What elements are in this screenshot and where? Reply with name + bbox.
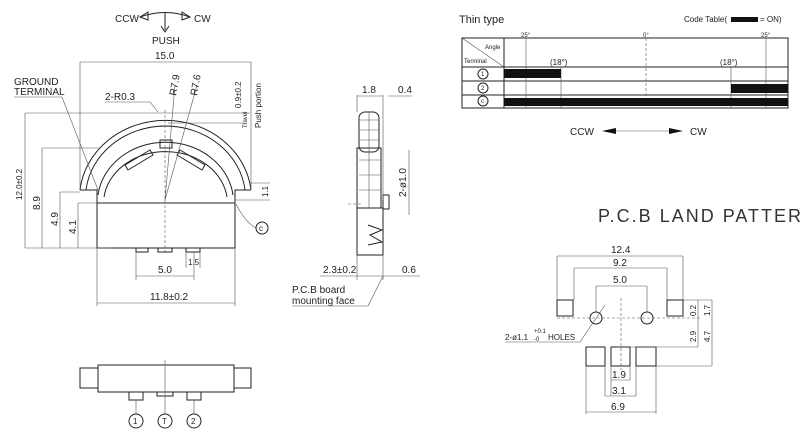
hole xyxy=(640,311,654,325)
dim-47: 4.7 xyxy=(703,330,712,342)
terminal-1-marker xyxy=(128,413,144,429)
side-view: 1.8 0.4 2-ø1.0 2.3±0.2 0.6 P.C.B board m… xyxy=(292,85,420,307)
dim-12: 12.0±0.2 xyxy=(15,168,24,200)
dim-travel: 0.9±0.2 xyxy=(234,81,243,108)
hole xyxy=(589,311,603,325)
angle-label-cw25: 25° xyxy=(761,33,771,39)
sub-angle-label-right: (18°) xyxy=(720,58,738,67)
dim-15: 15.0 xyxy=(155,51,175,62)
holes-tol-plus: +0.1 xyxy=(534,329,547,335)
push-portion-label: Push portion xyxy=(254,83,263,128)
land-pattern-title: P.C.B LAND PATTERN xyxy=(598,206,800,226)
terminal-t-label: T xyxy=(162,417,167,426)
knob-outer xyxy=(79,119,252,191)
terminal-c-marker xyxy=(255,221,269,235)
dim-69: 6.9 xyxy=(611,402,625,413)
dim-02: 0.2 xyxy=(689,304,698,316)
legend-swatch xyxy=(731,17,758,22)
dim-49: 4.9 xyxy=(50,212,61,226)
front-view: CCW CW PUSH 15.0 GROUND TERMINAL 2-R0.3 … xyxy=(14,11,270,306)
pcb-label-1: P.C.B board xyxy=(292,285,345,296)
row-1-label: 1 xyxy=(481,72,485,78)
pcb-label-2: mounting face xyxy=(292,296,355,307)
rotation-indicator: CCW CW PUSH xyxy=(115,11,211,47)
dim-04: 0.4 xyxy=(398,85,412,96)
dim-118: 11.8±0.2 xyxy=(150,292,189,303)
terminal-2-label: 2 xyxy=(191,417,196,426)
code-table: Thin type Code Table( = ON) Angle Termin… xyxy=(459,14,789,138)
header-terminal: Terminal xyxy=(464,59,487,65)
terminal-1-label: 1 xyxy=(133,417,138,426)
dim-23: 2.3±0.2 xyxy=(323,265,357,276)
bottom-view: 1 T 2 xyxy=(79,360,252,429)
holes-suffix: HOLES xyxy=(548,333,575,342)
dim-15-term: 1.5 xyxy=(188,258,200,267)
dim-r79: R7.9 xyxy=(168,73,183,96)
ground-terminal-label-1: GROUND xyxy=(14,77,58,88)
sub-angle-label-left: (18°) xyxy=(550,58,568,67)
dim-19: 1.9 xyxy=(612,370,626,381)
dim-06: 0.6 xyxy=(402,265,416,276)
table-title: Thin type xyxy=(459,14,504,26)
row-c-on-bar xyxy=(504,98,788,106)
dim-r76: R7.6 xyxy=(189,73,204,96)
switch-body xyxy=(96,202,236,249)
row-2-on-bar xyxy=(731,84,788,93)
push-label: PUSH xyxy=(152,36,180,47)
dim-92: 9.2 xyxy=(613,258,627,269)
dim-r03: 2-R0.3 xyxy=(105,92,135,103)
dim-18: 1.8 xyxy=(362,85,376,96)
terminal-2-marker xyxy=(186,413,202,429)
dim-pitch: 5.0 xyxy=(158,265,172,276)
dim-50: 5.0 xyxy=(613,275,627,286)
pad xyxy=(556,299,574,317)
header-angle: Angle xyxy=(485,45,501,51)
pad xyxy=(635,346,657,367)
dim-89: 8.9 xyxy=(32,196,43,210)
row-c-label: c xyxy=(481,99,484,105)
ccw-label: CCW xyxy=(115,14,139,25)
direction-cw: CW xyxy=(690,127,707,138)
land-pattern: P.C.B LAND PATTERN 12.4 9.2 5.0 2-ø1.1 +… xyxy=(505,206,800,414)
dim-29: 2.9 xyxy=(689,330,698,342)
holes-tol-minus: -0 xyxy=(534,337,540,343)
pad xyxy=(610,346,631,367)
dim-pins: 2-ø1.0 xyxy=(398,168,409,197)
cw-label: CW xyxy=(194,14,211,25)
dim-41: 4.1 xyxy=(68,220,79,234)
terminal-t-marker xyxy=(157,413,173,429)
row-2-label: 2 xyxy=(481,86,485,92)
legend-prefix: Code Table( xyxy=(684,15,727,24)
holes-label: 2-ø1.1 xyxy=(505,333,529,342)
angle-label-0: 0° xyxy=(643,33,649,39)
terminal-c-label: c xyxy=(259,224,263,233)
dim-17: 1.7 xyxy=(703,304,712,316)
legend-suffix: = ON) xyxy=(760,15,782,24)
dim-124: 12.4 xyxy=(611,245,631,256)
travel-label: Travel xyxy=(243,112,249,128)
dim-11: 1.1 xyxy=(261,185,270,197)
pad xyxy=(666,299,684,317)
direction-ccw: CCW xyxy=(570,127,594,138)
angle-label-ccw25: 25° xyxy=(521,33,531,39)
ground-terminal-label-2: TERMINAL xyxy=(14,87,65,98)
row-1-on-bar xyxy=(504,69,561,78)
pad xyxy=(585,346,606,367)
dim-31: 3.1 xyxy=(612,386,626,397)
